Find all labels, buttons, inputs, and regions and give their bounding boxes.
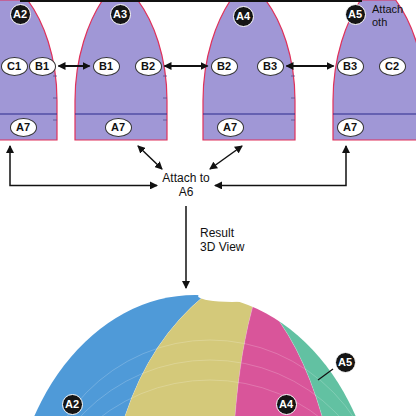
part-number: A2 (10, 4, 31, 25)
seam-code: C1 (7, 60, 21, 72)
attach-arrow (287, 65, 334, 67)
seam-code: B3 (263, 60, 277, 72)
attach-arrow (165, 65, 208, 67)
note-text: Attach oth (372, 3, 414, 29)
seam-code: A7 (223, 121, 237, 133)
seam-label: B1 (93, 57, 120, 76)
seam-code: B1 (35, 60, 49, 72)
instruction-line: Attach to A6 (160, 171, 212, 200)
part-number: A4 (233, 6, 254, 27)
seam-label: B2 (211, 57, 238, 76)
attach-arrow (10, 146, 157, 185)
seam-code: C2 (385, 60, 399, 72)
seam-label: A7 (105, 118, 132, 137)
result-arrow (185, 206, 187, 288)
seam-code: B3 (343, 60, 357, 72)
seam-label: B3 (257, 57, 284, 76)
gore-panel: A4B2 B3A7 (203, 0, 295, 140)
top-wire (20, 0, 362, 2)
seam-label: B3 (337, 57, 364, 76)
seam-label: C2 (379, 57, 406, 76)
attach-arrow (138, 146, 162, 169)
attach-arrow (210, 146, 242, 169)
callout-number: A4 (276, 394, 297, 415)
callout-number: A2 (62, 394, 83, 415)
seam-label: B1 (29, 57, 56, 76)
seam-label: A7 (217, 118, 244, 137)
attach-arrow (215, 146, 346, 185)
callout-number: A5 (335, 352, 356, 373)
attach-arrow (59, 65, 90, 67)
instruction-text: Attach to A6 (160, 171, 212, 200)
seam-code: B2 (141, 60, 155, 72)
seam-label: A7 (337, 118, 364, 137)
gore-panel: A3B1 B2A7 (75, 0, 167, 140)
note-text: Result 3D View (200, 226, 252, 255)
seam-label: A7 (10, 118, 37, 137)
seam-code: B2 (217, 60, 231, 72)
seam-code: B1 (99, 60, 113, 72)
part-number: A5 (345, 4, 366, 25)
gore-panel: A2C1 B1A7 (0, 0, 57, 140)
seam-code: A7 (111, 121, 125, 133)
seam-code: A7 (16, 121, 30, 133)
leader-line (318, 369, 333, 380)
part-number: A3 (110, 4, 131, 25)
seam-label: C1 (1, 57, 28, 76)
seam-code: A7 (343, 121, 357, 133)
seam-label: B2 (135, 57, 162, 76)
